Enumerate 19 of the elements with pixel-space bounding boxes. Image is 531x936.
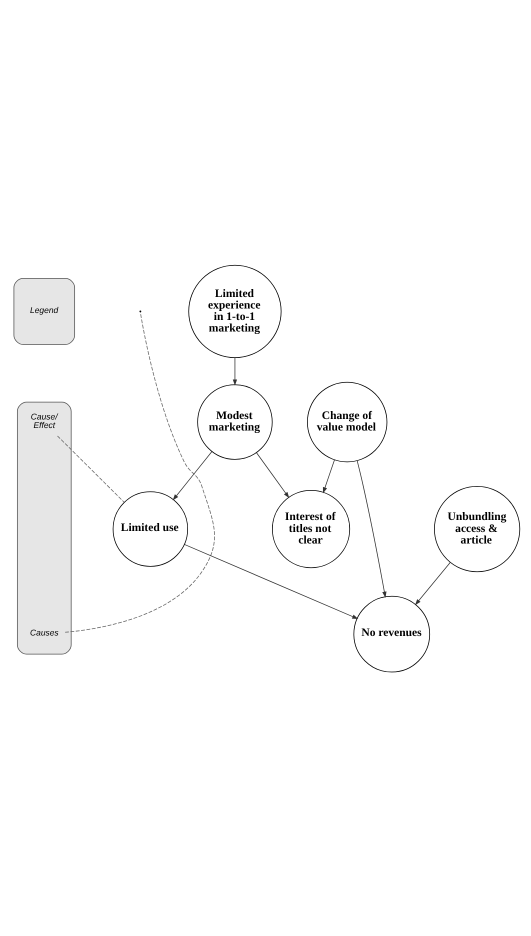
arrow bbox=[232, 356, 238, 386]
cluster bbox=[16, 401, 72, 654]
connector bbox=[64, 311, 215, 632]
arrow bbox=[184, 544, 358, 619]
connector bbox=[57, 435, 125, 502]
arrow bbox=[322, 458, 335, 493]
node-circle: Limited use bbox=[112, 490, 188, 566]
arrow bbox=[172, 450, 212, 500]
node-circle: Modest marketing bbox=[197, 384, 273, 460]
node-box: Legend bbox=[14, 278, 76, 344]
node-circle: Limited experience in 1-to-1 marketing bbox=[188, 264, 282, 358]
arrow bbox=[414, 562, 450, 605]
arrow bbox=[256, 452, 290, 498]
node-text: Causes bbox=[30, 627, 59, 638]
node-circle: Unbundling access & article bbox=[434, 485, 520, 572]
node-circle: Change of value model bbox=[307, 381, 388, 462]
arrow bbox=[356, 460, 386, 598]
node-circle: No revenues bbox=[353, 595, 430, 672]
node-text: Cause/ Effect bbox=[30, 411, 58, 430]
